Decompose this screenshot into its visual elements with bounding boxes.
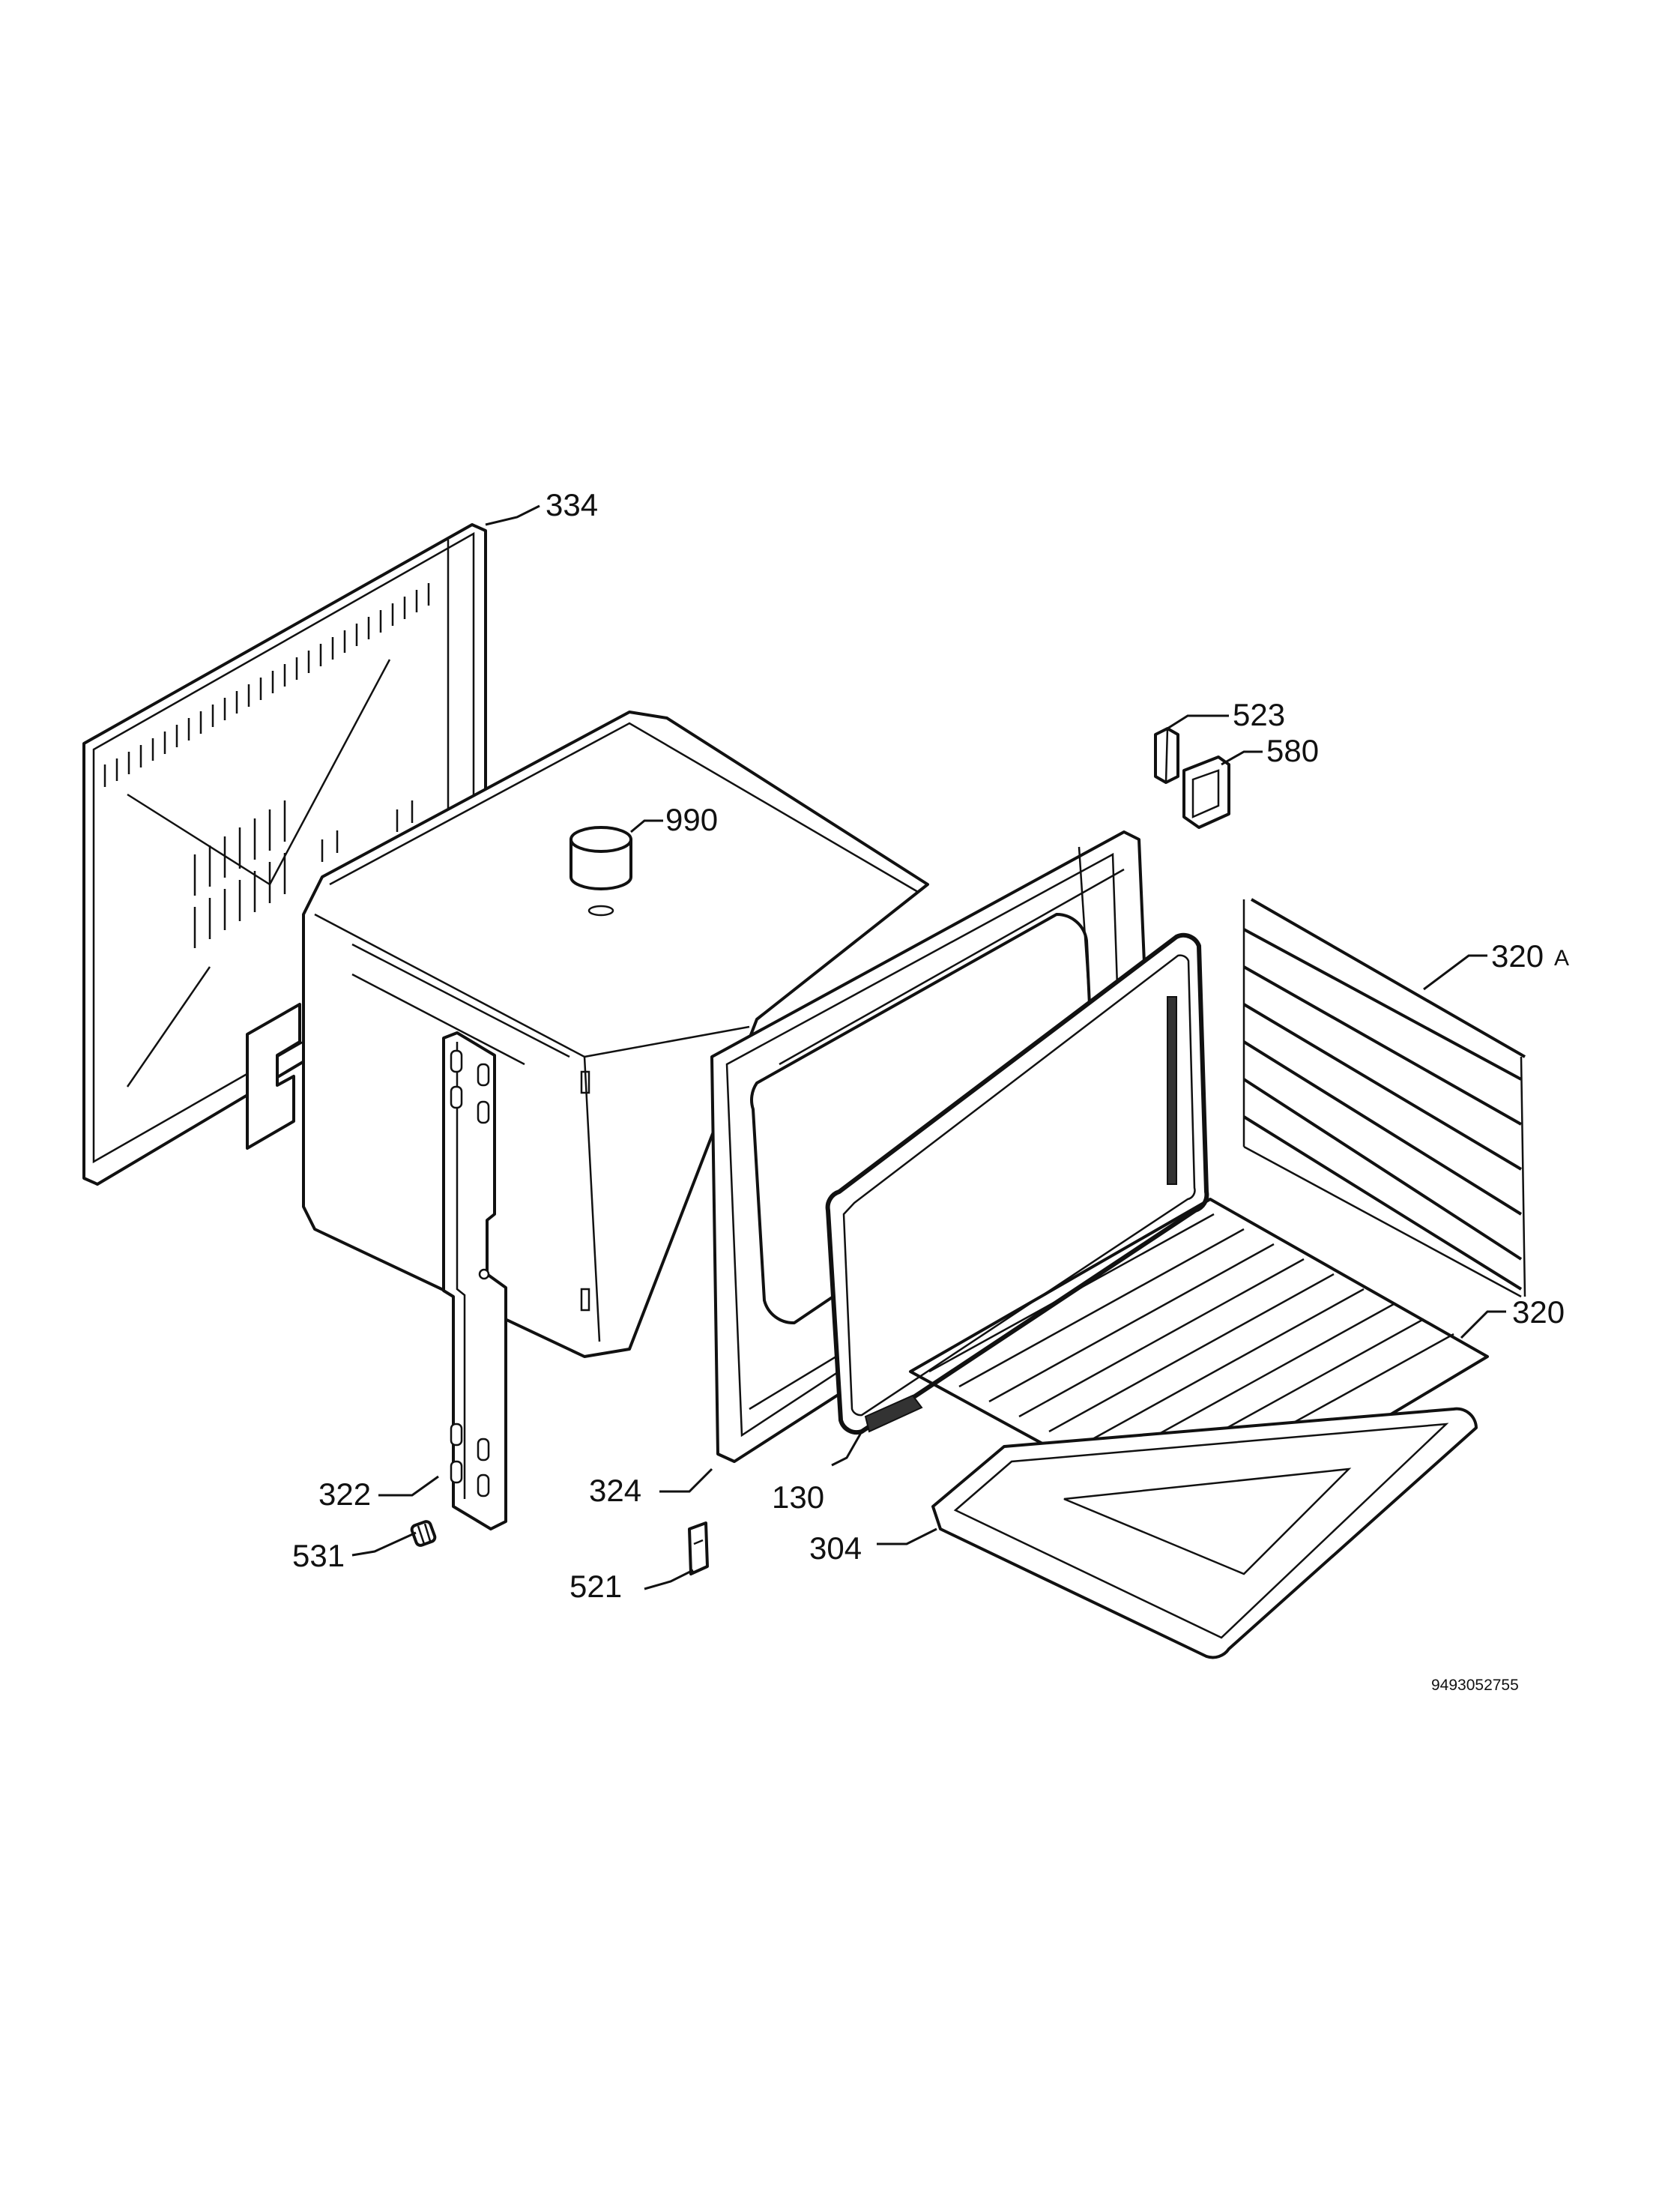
part-523 (1154, 727, 1179, 784)
rear-panel-vent-slots (103, 583, 430, 948)
label-322: 322 (318, 1476, 371, 1512)
label-130: 130 (772, 1479, 824, 1515)
label-990: 990 (665, 802, 718, 837)
label-324: 324 (589, 1473, 641, 1508)
label-523: 523 (1233, 697, 1285, 732)
vent-cylinder-990 (569, 826, 632, 917)
label-320: 320 (1512, 1294, 1565, 1330)
rear-panel-334 (82, 523, 487, 1186)
callout-labels: 334 990 523 580 320 A 320 322 324 130 30… (292, 487, 1569, 1694)
label-304: 304 (809, 1530, 862, 1566)
clip-521 (688, 1521, 709, 1575)
side-runner-320A (1242, 898, 1526, 1298)
fitting-531 (410, 1520, 437, 1547)
label-334: 334 (546, 487, 598, 522)
part-580 (1182, 755, 1230, 829)
baking-tray-304 (931, 1407, 1478, 1659)
label-580: 580 (1266, 733, 1319, 768)
label-521: 521 (569, 1569, 622, 1604)
label-320a: 320 (1491, 938, 1544, 974)
label-531: 531 (292, 1538, 345, 1573)
document-number: 9493052755 (1431, 1677, 1519, 1694)
leader-lines (351, 504, 1506, 1590)
side-bracket-322 (442, 1031, 507, 1530)
door-seal-130 (825, 932, 1209, 1435)
label-320a-suffix: A (1554, 946, 1569, 971)
